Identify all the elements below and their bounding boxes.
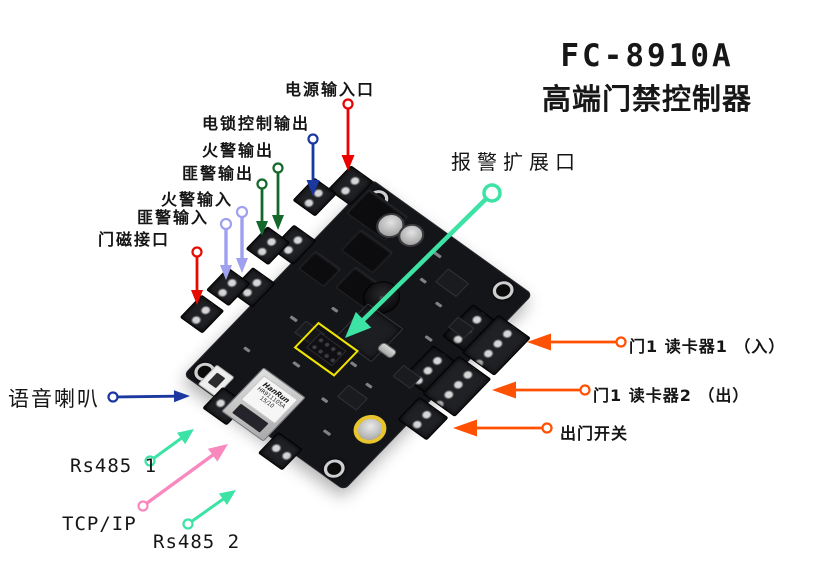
fire-alarm-output-arrow (272, 162, 284, 230)
relay (298, 250, 342, 288)
product-subtitle: 高端门禁控制器 (541, 82, 752, 116)
ethernet-port: HanRun HR911105A 15/10 (221, 367, 306, 442)
label-door1-reader2: 门1 读卡器2 （出） (593, 386, 750, 405)
voice-speaker-arrow (107, 390, 190, 403)
label-tcp-ip: TCP/IP (62, 513, 137, 535)
label-exit-button: 出门开关 (560, 424, 629, 443)
label-rs485-2: Rs485 2 (153, 531, 241, 553)
door1-reader2-arrow (492, 381, 591, 399)
alarm-expansion-connector (305, 332, 347, 367)
door1-reader1-arrow (527, 333, 627, 351)
rs485-2-arrow (182, 490, 236, 530)
label-robbery-alarm-output: 匪警输出 (182, 164, 255, 183)
chip (434, 268, 470, 298)
label-fire-alarm-output: 火警输出 (202, 141, 275, 160)
label-voice-speaker: 语音喇叭 (8, 387, 100, 411)
robbery-output-terminal (245, 226, 291, 266)
label-robbery-alarm-input: 匪警输入 (137, 208, 210, 227)
crystal (376, 341, 398, 360)
mounting-hole (319, 455, 349, 482)
controller-board: HanRun HR911105A 15/10 (179, 165, 533, 491)
exit-button-arrow (453, 419, 553, 437)
coin-battery (346, 409, 394, 450)
title-block: FC-8910A 高端门禁控制器 (492, 38, 802, 118)
label-fire-alarm-input: 火警输入 (161, 190, 234, 209)
product-model: FC-8910A (560, 38, 734, 74)
lock-output-terminal (292, 177, 338, 217)
tcp-ip-arrow (137, 444, 228, 512)
label-alarm-expansion-port: 报警扩展口 (451, 150, 581, 174)
label-power-input: 电源输入口 (285, 80, 376, 99)
door-magnet-terminal (179, 294, 225, 334)
chip (336, 384, 369, 411)
label-rs485-1: Rs485 1 (70, 455, 158, 477)
label-door-magnet-port: 门磁接口 (98, 230, 171, 249)
power-input-arrow (341, 98, 355, 171)
mounting-hole (488, 277, 518, 304)
label-lock-control-output: 电锁控制输出 (202, 114, 311, 133)
fire-alarm-input-arrow (235, 205, 249, 273)
label-door1-reader1: 门1 读卡器1 （入） (629, 337, 786, 356)
